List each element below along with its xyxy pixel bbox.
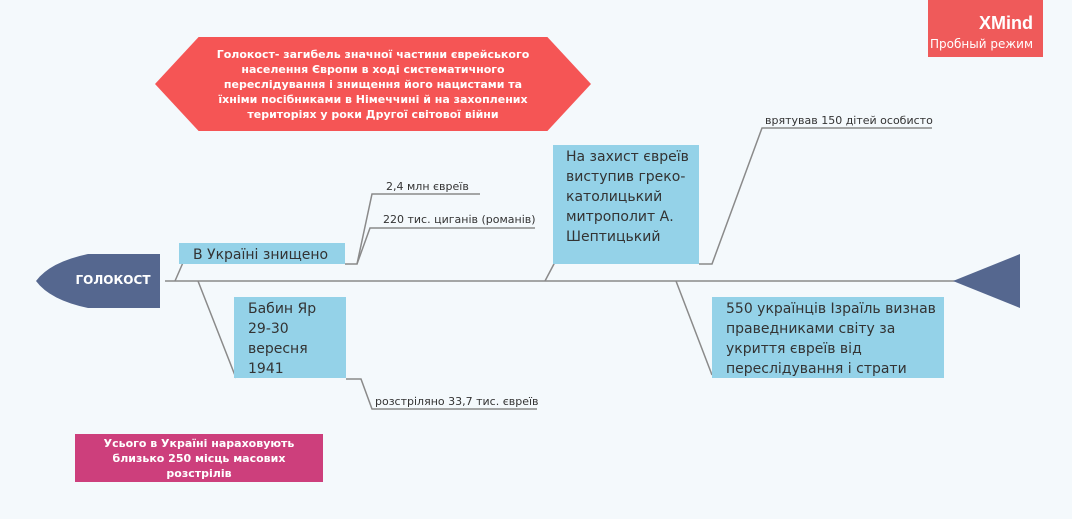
fish-head-shape	[36, 254, 160, 308]
subtopic-babyn-executed[interactable]: розстріляно 33,7 тис. євреїв	[375, 395, 539, 408]
topic-righteous[interactable]: 550 українців Ізраїль визнав праведникам…	[712, 297, 944, 378]
mass-shootings-note-text: Усього в Україні нараховують близько 250…	[103, 436, 295, 480]
bone-babyn	[197, 280, 237, 379]
connector-ukraine-subs	[345, 193, 480, 265]
subtopic-roma-killed[interactable]: 220 тис. циганів (романів)	[383, 213, 536, 226]
connector-ukraine-sub2	[356, 227, 535, 265]
trial-mode-label: Пробный режим	[930, 37, 1033, 51]
topic-ukraine-label: В Україні знищено	[193, 247, 329, 263]
topic-sheptytsky-label: На захист євреїв виступив греко-католиць…	[566, 149, 689, 245]
topic-righteous-label: 550 українців Ізраїль визнав праведникам…	[726, 301, 936, 377]
topic-sheptytsky[interactable]: На захист євреїв виступив греко-католиць…	[553, 145, 699, 264]
bone-righteous	[675, 280, 713, 376]
topic-babyn-yar[interactable]: Бабин Яр 29-30 вересня 1941	[234, 297, 346, 378]
definition-text: Голокост- загибель значної частини єврей…	[216, 47, 530, 121]
bone-sheptytsky	[544, 261, 556, 282]
mass-shootings-note[interactable]: Усього в Україні нараховують близько 250…	[75, 434, 323, 482]
topic-babyn-yar-label: Бабин Яр 29-30 вересня 1941	[248, 301, 317, 377]
definition-topic[interactable]: Голокост- загибель значної частини єврей…	[155, 37, 591, 131]
subtopic-saved-children[interactable]: врятував 150 дітей особисто	[765, 114, 933, 127]
central-topic[interactable]: ГОЛОКОСТ	[75, 273, 151, 287]
connector-sheptytsky-sub	[699, 127, 932, 265]
fish-tail-shape	[953, 254, 1020, 308]
brand-name: XMind	[979, 13, 1033, 33]
subtopic-jews-killed[interactable]: 2,4 млн євреїв	[386, 180, 469, 193]
xmind-trial-badge[interactable]: XMind Пробный режим	[928, 0, 1043, 57]
topic-ukraine[interactable]: В Україні знищено	[179, 243, 345, 264]
connector-babyn-sub	[346, 378, 537, 410]
